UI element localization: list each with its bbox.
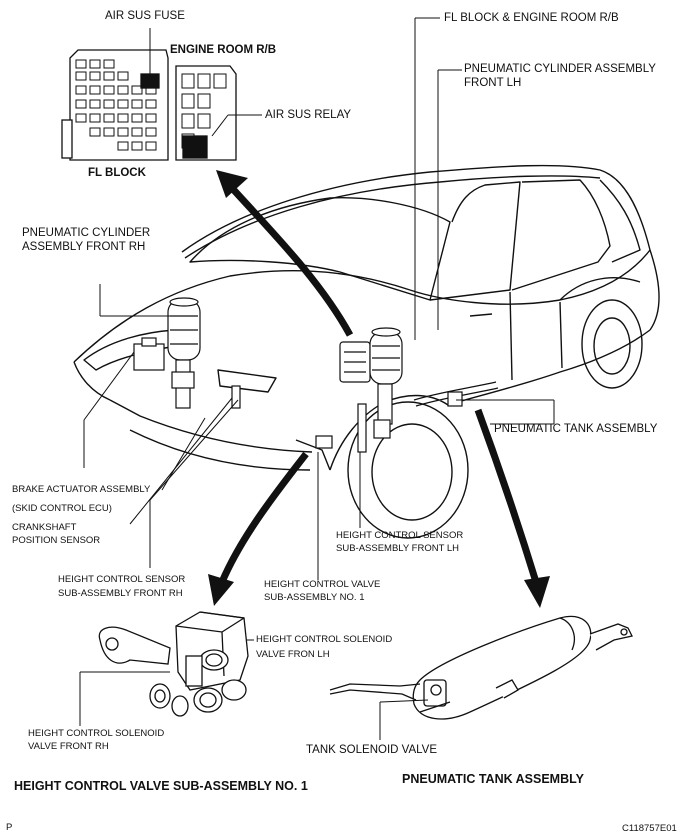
label-height-valve-line2: SUB-ASSEMBLY NO. 1: [264, 592, 365, 603]
pneumatic-cylinder-front-rh: [167, 297, 201, 409]
label-solenoid-front-rh-line1: HEIGHT CONTROL SOLENOID: [28, 728, 165, 739]
label-crankshaft-sensor-line2: POSITION SENSOR: [12, 535, 101, 546]
arrow-to-height-valve: [208, 451, 309, 606]
label-crankshaft-sensor-line1: CRANKSHAFT: [12, 522, 77, 533]
label-solenoid-front-lh-line2: VALVE FRON LH: [256, 649, 330, 660]
label-pneumatic-cylinder-front-lh-line2: FRONT LH: [464, 77, 522, 89]
arrow-to-fuse-boxes: [216, 170, 354, 337]
label-height-sensor-front-lh-line1: HEIGHT CONTROL SENSOR: [336, 530, 464, 541]
figure-code: C118757E01: [622, 823, 677, 834]
height-control-valve-on-car: [315, 435, 333, 449]
title-height-control-valve: HEIGHT CONTROL VALVE SUB-ASSEMBLY NO. 1: [14, 779, 308, 793]
label-pneumatic-cylinder-front-rh-line1: PNEUMATIC CYLINDER: [22, 227, 151, 239]
leader-lines: [79, 17, 555, 740]
vehicle-outline: [73, 164, 660, 539]
air-sus-fuse-highlight: [140, 73, 160, 89]
label-tank-solenoid-valve: TANK SOLENOID VALVE: [306, 744, 438, 756]
label-pneumatic-cylinder-front-rh-line2: ASSEMBLY FRONT RH: [22, 241, 146, 253]
pneumatic-tank-on-car: [413, 381, 499, 407]
brake-actuator: [133, 337, 165, 371]
crankshaft-sensor: [231, 385, 241, 409]
pneumatic-tank-detail: [329, 615, 633, 720]
label-solenoid-front-rh-line2: VALVE FRONT RH: [28, 741, 109, 752]
label-skid-control-ecu: (SKID CONTROL ECU): [12, 503, 112, 514]
label-height-sensor-front-rh-line1: HEIGHT CONTROL SENSOR: [58, 574, 186, 585]
air-sus-relay-highlight: [182, 135, 208, 159]
label-brake-actuator-assembly: BRAKE ACTUATOR ASSEMBLY: [12, 484, 151, 495]
label-height-sensor-front-lh-line2: SUB-ASSEMBLY FRONT LH: [336, 543, 460, 554]
label-pneumatic-tank-assembly: PNEUMATIC TANK ASSEMBLY: [494, 423, 658, 435]
label-pneumatic-cylinder-front-lh-line1: PNEUMATIC CYLINDER ASSEMBLY: [464, 63, 656, 75]
label-solenoid-front-lh-line1: HEIGHT CONTROL SOLENOID: [256, 634, 393, 645]
label-air-sus-fuse: AIR SUS FUSE: [105, 10, 185, 22]
fl-block-fuse-box: [61, 49, 169, 161]
corner-mark: P: [6, 822, 13, 833]
label-height-valve-line1: HEIGHT CONTROL VALVE: [264, 579, 381, 590]
label-fl-block: FL BLOCK: [88, 167, 146, 179]
label-fl-block-and-engine-room-rb: FL BLOCK & ENGINE ROOM R/B: [444, 12, 619, 24]
label-height-sensor-front-rh-line2: SUB-ASSEMBLY FRONT RH: [58, 588, 183, 599]
label-air-sus-relay: AIR SUS RELAY: [265, 109, 352, 121]
arrow-to-pneumatic-tank: [474, 408, 550, 608]
engine-room-rb-box: [175, 65, 237, 161]
title-pneumatic-tank: PNEUMATIC TANK ASSEMBLY: [402, 772, 584, 786]
height-control-sensor-front-lh: [357, 403, 367, 453]
label-engine-room-rb: ENGINE ROOM R/B: [170, 44, 277, 56]
pneumatic-cylinder-front-lh: [339, 327, 403, 439]
height-control-valve-detail: [98, 611, 249, 717]
